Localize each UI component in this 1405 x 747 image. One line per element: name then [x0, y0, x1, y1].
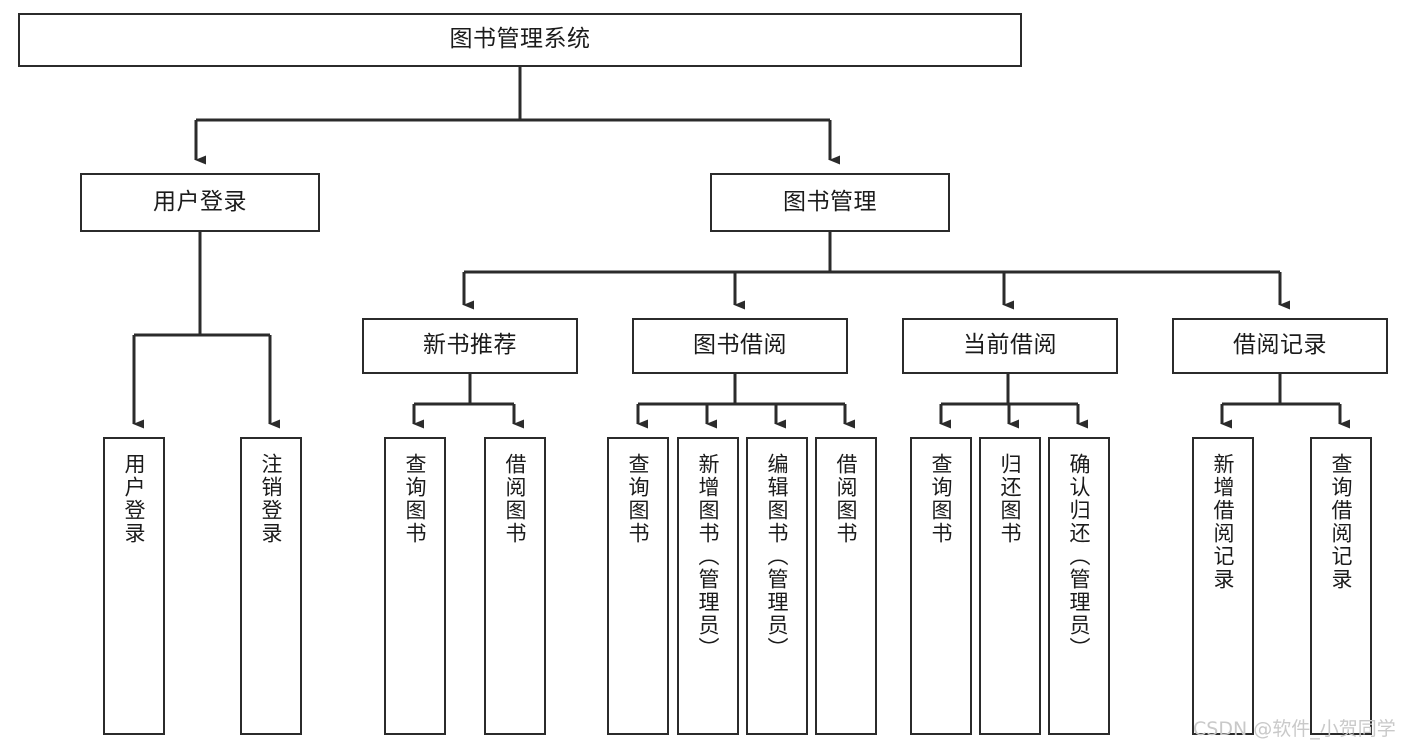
node-label: 归还图书: [998, 453, 1023, 545]
leaf-borrow-book-recommend[interactable]: 借阅图书: [484, 437, 546, 735]
leaf-return-book[interactable]: 归还图书: [979, 437, 1041, 735]
csdn-watermark: CSDN @软件_小贺同学: [1193, 718, 1396, 740]
node-label: 查询图书: [403, 453, 428, 545]
node-label: 借阅图书: [503, 453, 528, 545]
node-label: 查询借阅记录: [1329, 453, 1354, 591]
leaf-borrow-book[interactable]: 借阅图书: [815, 437, 877, 735]
node-label: 借阅记录: [1233, 332, 1327, 359]
node-label: 确认归还（管理员）: [1067, 453, 1092, 660]
node-label: 图书管理: [783, 188, 877, 215]
node-book-management[interactable]: 图书管理: [710, 173, 950, 232]
node-label: 新增图书（管理员）: [696, 453, 721, 660]
node-label: 图书借阅: [693, 332, 787, 359]
node-label: 新增借阅记录: [1211, 453, 1236, 591]
node-label: 用户登录: [153, 188, 247, 215]
node-label: 查询图书: [626, 453, 651, 545]
node-label: 编辑图书（管理员）: [765, 453, 790, 660]
node-label: 当前借阅: [963, 332, 1057, 359]
node-label: 新书推荐: [423, 332, 517, 359]
node-borrow-record[interactable]: 借阅记录: [1172, 318, 1388, 374]
node-user-login[interactable]: 用户登录: [80, 173, 320, 232]
node-new-book-recommend[interactable]: 新书推荐: [362, 318, 578, 374]
node-book-borrow[interactable]: 图书借阅: [632, 318, 848, 374]
leaf-user-login[interactable]: 用户登录: [103, 437, 165, 735]
node-label: 注销登录: [259, 453, 284, 545]
node-label: 查询图书: [929, 453, 954, 545]
node-current-borrow[interactable]: 当前借阅: [902, 318, 1118, 374]
leaf-query-book-recommend[interactable]: 查询图书: [384, 437, 446, 735]
leaf-edit-book-admin[interactable]: 编辑图书（管理员）: [746, 437, 808, 735]
node-root-book-management-system[interactable]: 图书管理系统: [18, 13, 1022, 67]
node-label: 图书管理系统: [449, 26, 591, 53]
leaf-add-borrow-record[interactable]: 新增借阅记录: [1192, 437, 1254, 735]
leaf-confirm-return-admin[interactable]: 确认归还（管理员）: [1048, 437, 1110, 735]
leaf-add-book-admin[interactable]: 新增图书（管理员）: [677, 437, 739, 735]
leaf-logout-login[interactable]: 注销登录: [240, 437, 302, 735]
node-label: 借阅图书: [834, 453, 859, 545]
leaf-query-book-borrow[interactable]: 查询图书: [607, 437, 669, 735]
leaf-query-book-current[interactable]: 查询图书: [910, 437, 972, 735]
leaf-query-borrow-record[interactable]: 查询借阅记录: [1310, 437, 1372, 735]
node-label: 用户登录: [122, 453, 147, 545]
